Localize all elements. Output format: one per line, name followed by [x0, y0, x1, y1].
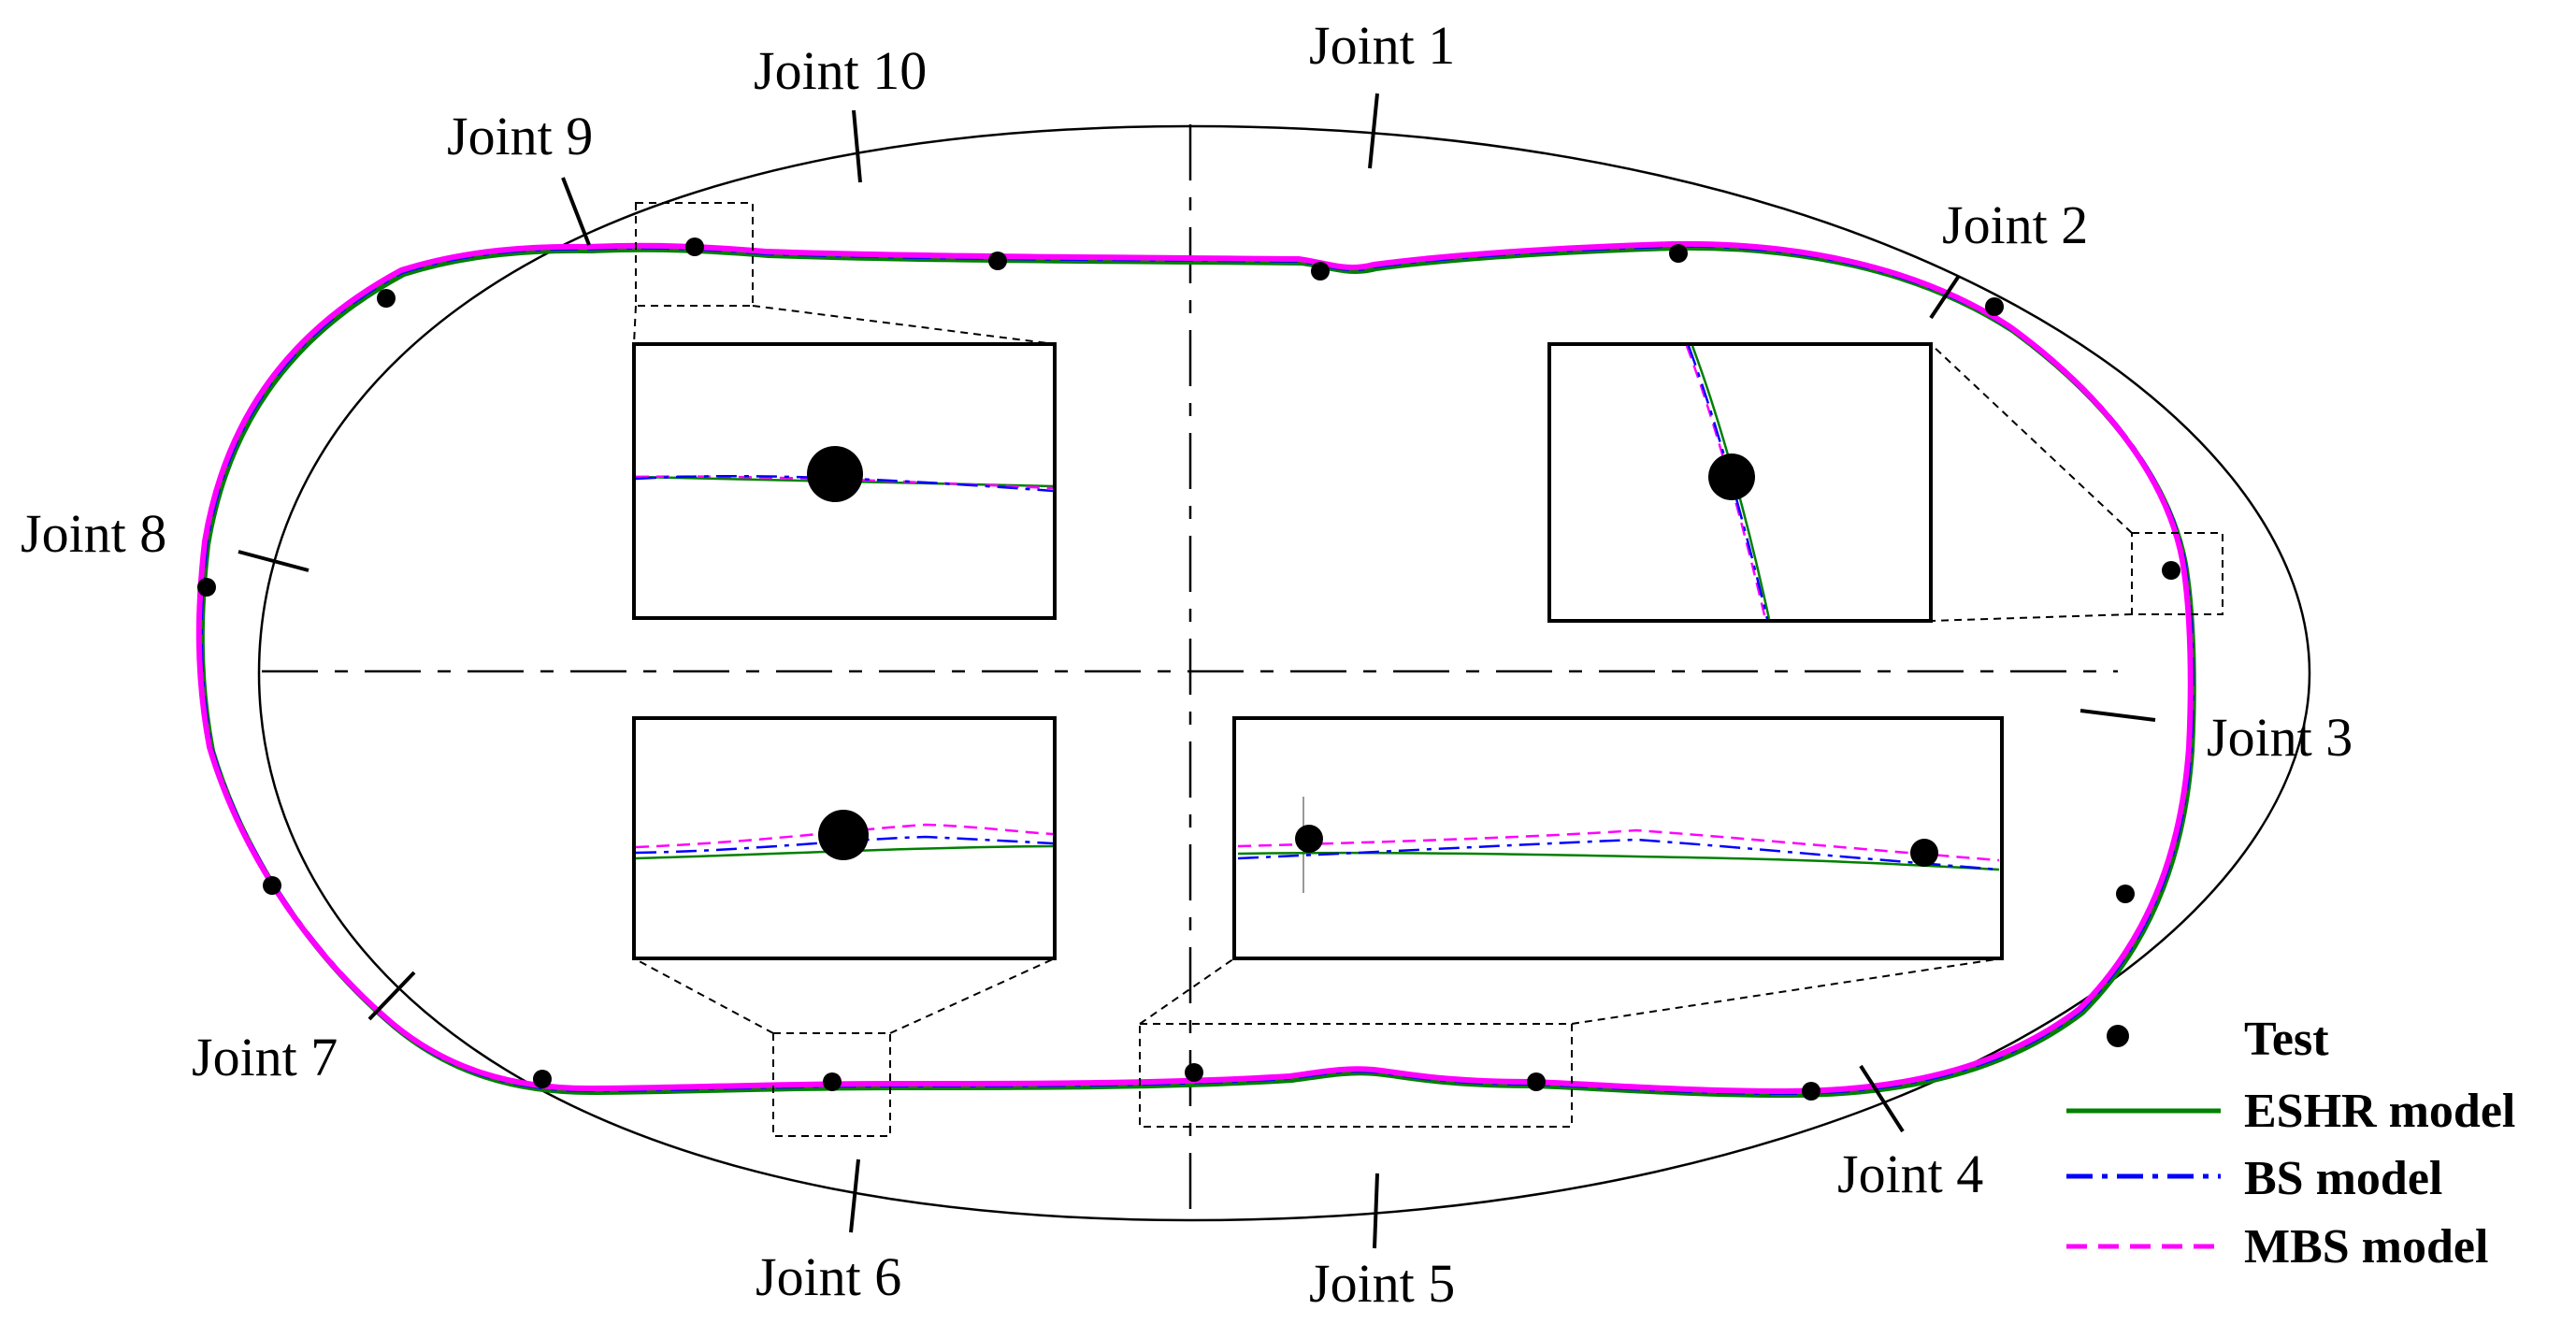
joint-8-label: Joint 8 — [21, 503, 166, 564]
joint-5-tick — [1373, 1173, 1379, 1249]
joint-4-label: Joint 4 — [1837, 1144, 1983, 1204]
test-point — [1311, 262, 1330, 281]
legend-test-marker — [2107, 1025, 2129, 1047]
joint-10-tick — [852, 109, 862, 183]
joint-7-label: Joint 7 — [192, 1027, 338, 1087]
test-point — [2116, 885, 2135, 903]
legend-mbs-label: MBS model — [2244, 1220, 2488, 1274]
joint-7-tick — [367, 971, 416, 1021]
test-point — [1527, 1072, 1546, 1091]
legend-eshr-label: ESHR model — [2244, 1085, 2515, 1138]
test-point — [2162, 561, 2180, 580]
legend-test-label: Test — [2244, 1013, 2329, 1066]
test-point — [1669, 244, 1688, 263]
zoom-regions — [633, 202, 2223, 1137]
joint-10-label: Joint 10 — [754, 40, 927, 101]
joint-3-label: Joint 3 — [2207, 707, 2353, 768]
joint-ticks — [237, 93, 2156, 1249]
joint-6-tick — [849, 1158, 860, 1233]
joint-1-tick — [1368, 93, 1379, 169]
legend-bs-label: BS model — [2244, 1152, 2442, 1205]
inset-right — [1547, 342, 1933, 623]
zoom-region-top-left — [635, 202, 754, 307]
inset-bottom-middle — [1232, 716, 2004, 960]
test-point — [988, 252, 1007, 270]
joint-2-tick — [1929, 274, 1961, 320]
test-point — [533, 1070, 552, 1088]
legend: Test ESHR model BS model MBS model — [2066, 1013, 2515, 1274]
joint-9-tick — [561, 177, 591, 246]
joint-5-label: Joint 5 — [1309, 1253, 1455, 1314]
test-point — [823, 1072, 842, 1091]
joint-1-label: Joint 1 — [1309, 15, 1455, 76]
joint-3-tick — [2080, 709, 2156, 722]
joint-6-label: Joint 6 — [756, 1246, 901, 1307]
joint-8-tick — [237, 550, 309, 572]
test-point — [377, 289, 396, 308]
test-points — [197, 237, 2180, 1101]
test-point — [263, 876, 281, 895]
joint-2-label: Joint 2 — [1942, 194, 2088, 255]
test-point — [685, 237, 704, 256]
zoom-region-right — [2131, 532, 2223, 615]
test-point — [197, 578, 216, 597]
test-point — [1985, 297, 2004, 316]
inset-top-left — [632, 342, 1057, 620]
zoom-region-bottom-middle — [1139, 1023, 1573, 1128]
inset-bottom-left — [632, 716, 1057, 960]
test-point — [1185, 1063, 1203, 1082]
joint-4-tick — [1859, 1064, 1905, 1133]
zoom-region-bottom-left — [772, 1032, 891, 1137]
joint-9-label: Joint 9 — [447, 106, 593, 166]
test-point — [1802, 1082, 1820, 1101]
